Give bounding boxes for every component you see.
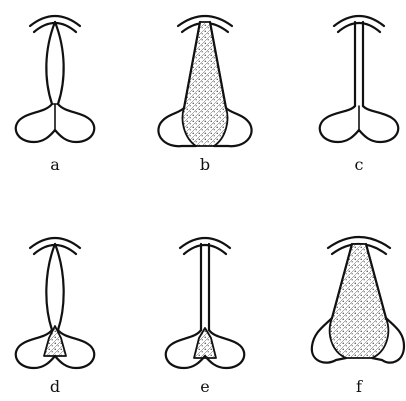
- panel-label-a: a: [50, 155, 60, 174]
- panel-f: f: [312, 237, 404, 396]
- panel-c: c: [320, 16, 398, 174]
- panel-label-b: b: [200, 155, 210, 174]
- panel-a: a: [16, 16, 94, 174]
- panel-label-c: c: [355, 155, 364, 174]
- panel-b: b: [158, 16, 251, 174]
- panel-label-f: f: [356, 377, 363, 396]
- panel-label-e: e: [200, 377, 209, 396]
- panel-label-d: d: [50, 377, 60, 396]
- panel-d: d: [16, 238, 94, 396]
- panel-e: e: [166, 238, 244, 396]
